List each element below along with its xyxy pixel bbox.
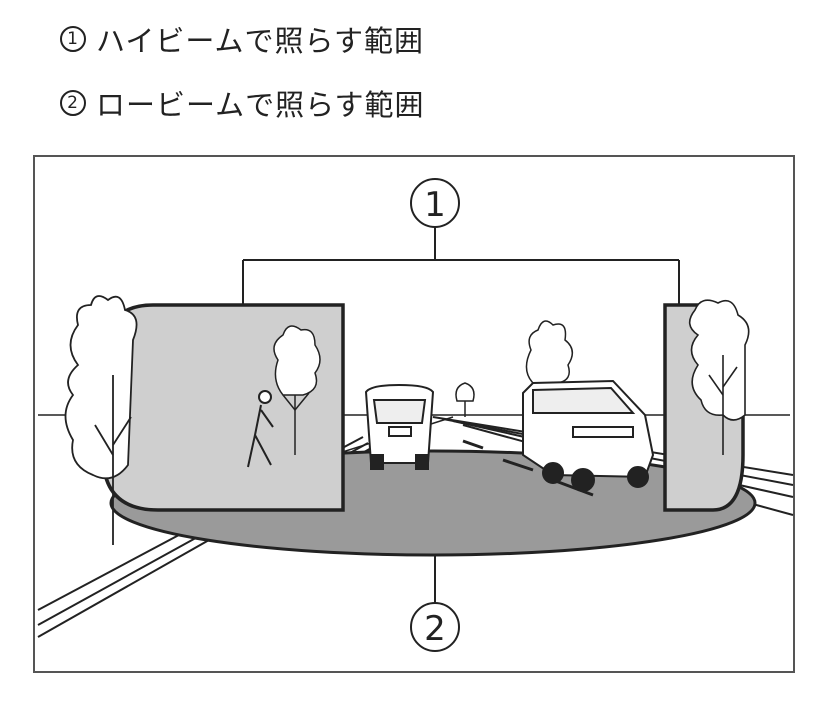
pedestrian (247, 390, 274, 468)
callout-1-label: 1 (424, 185, 446, 225)
callout-bracket-1 (242, 227, 680, 305)
legend-number-2: 2 (60, 90, 86, 116)
callout-2-circle (410, 602, 460, 652)
legend-item-high-beam: 1 ハイビームで照らす範囲 (60, 18, 424, 60)
distant-tree (455, 382, 475, 417)
callout-2-label: 2 (424, 609, 446, 649)
legend-text-low-beam: ロービームで照らす範囲 (96, 88, 425, 122)
legend-text-high-beam: ハイビームで照らす範囲 (96, 24, 424, 58)
legend-number-1: 1 (60, 26, 86, 52)
roadside-tree-left (273, 325, 321, 455)
roadside-tree-right (688, 299, 750, 455)
oncoming-van (522, 379, 655, 492)
lane-markings (462, 439, 594, 497)
legend-item-low-beam: 2 ロービームで照らす範囲 (60, 82, 425, 124)
large-tree-left (64, 295, 138, 545)
headlight-range-illustration: 1 2 (33, 155, 795, 673)
callout-1-circle (410, 178, 460, 228)
car-ahead (364, 383, 435, 470)
